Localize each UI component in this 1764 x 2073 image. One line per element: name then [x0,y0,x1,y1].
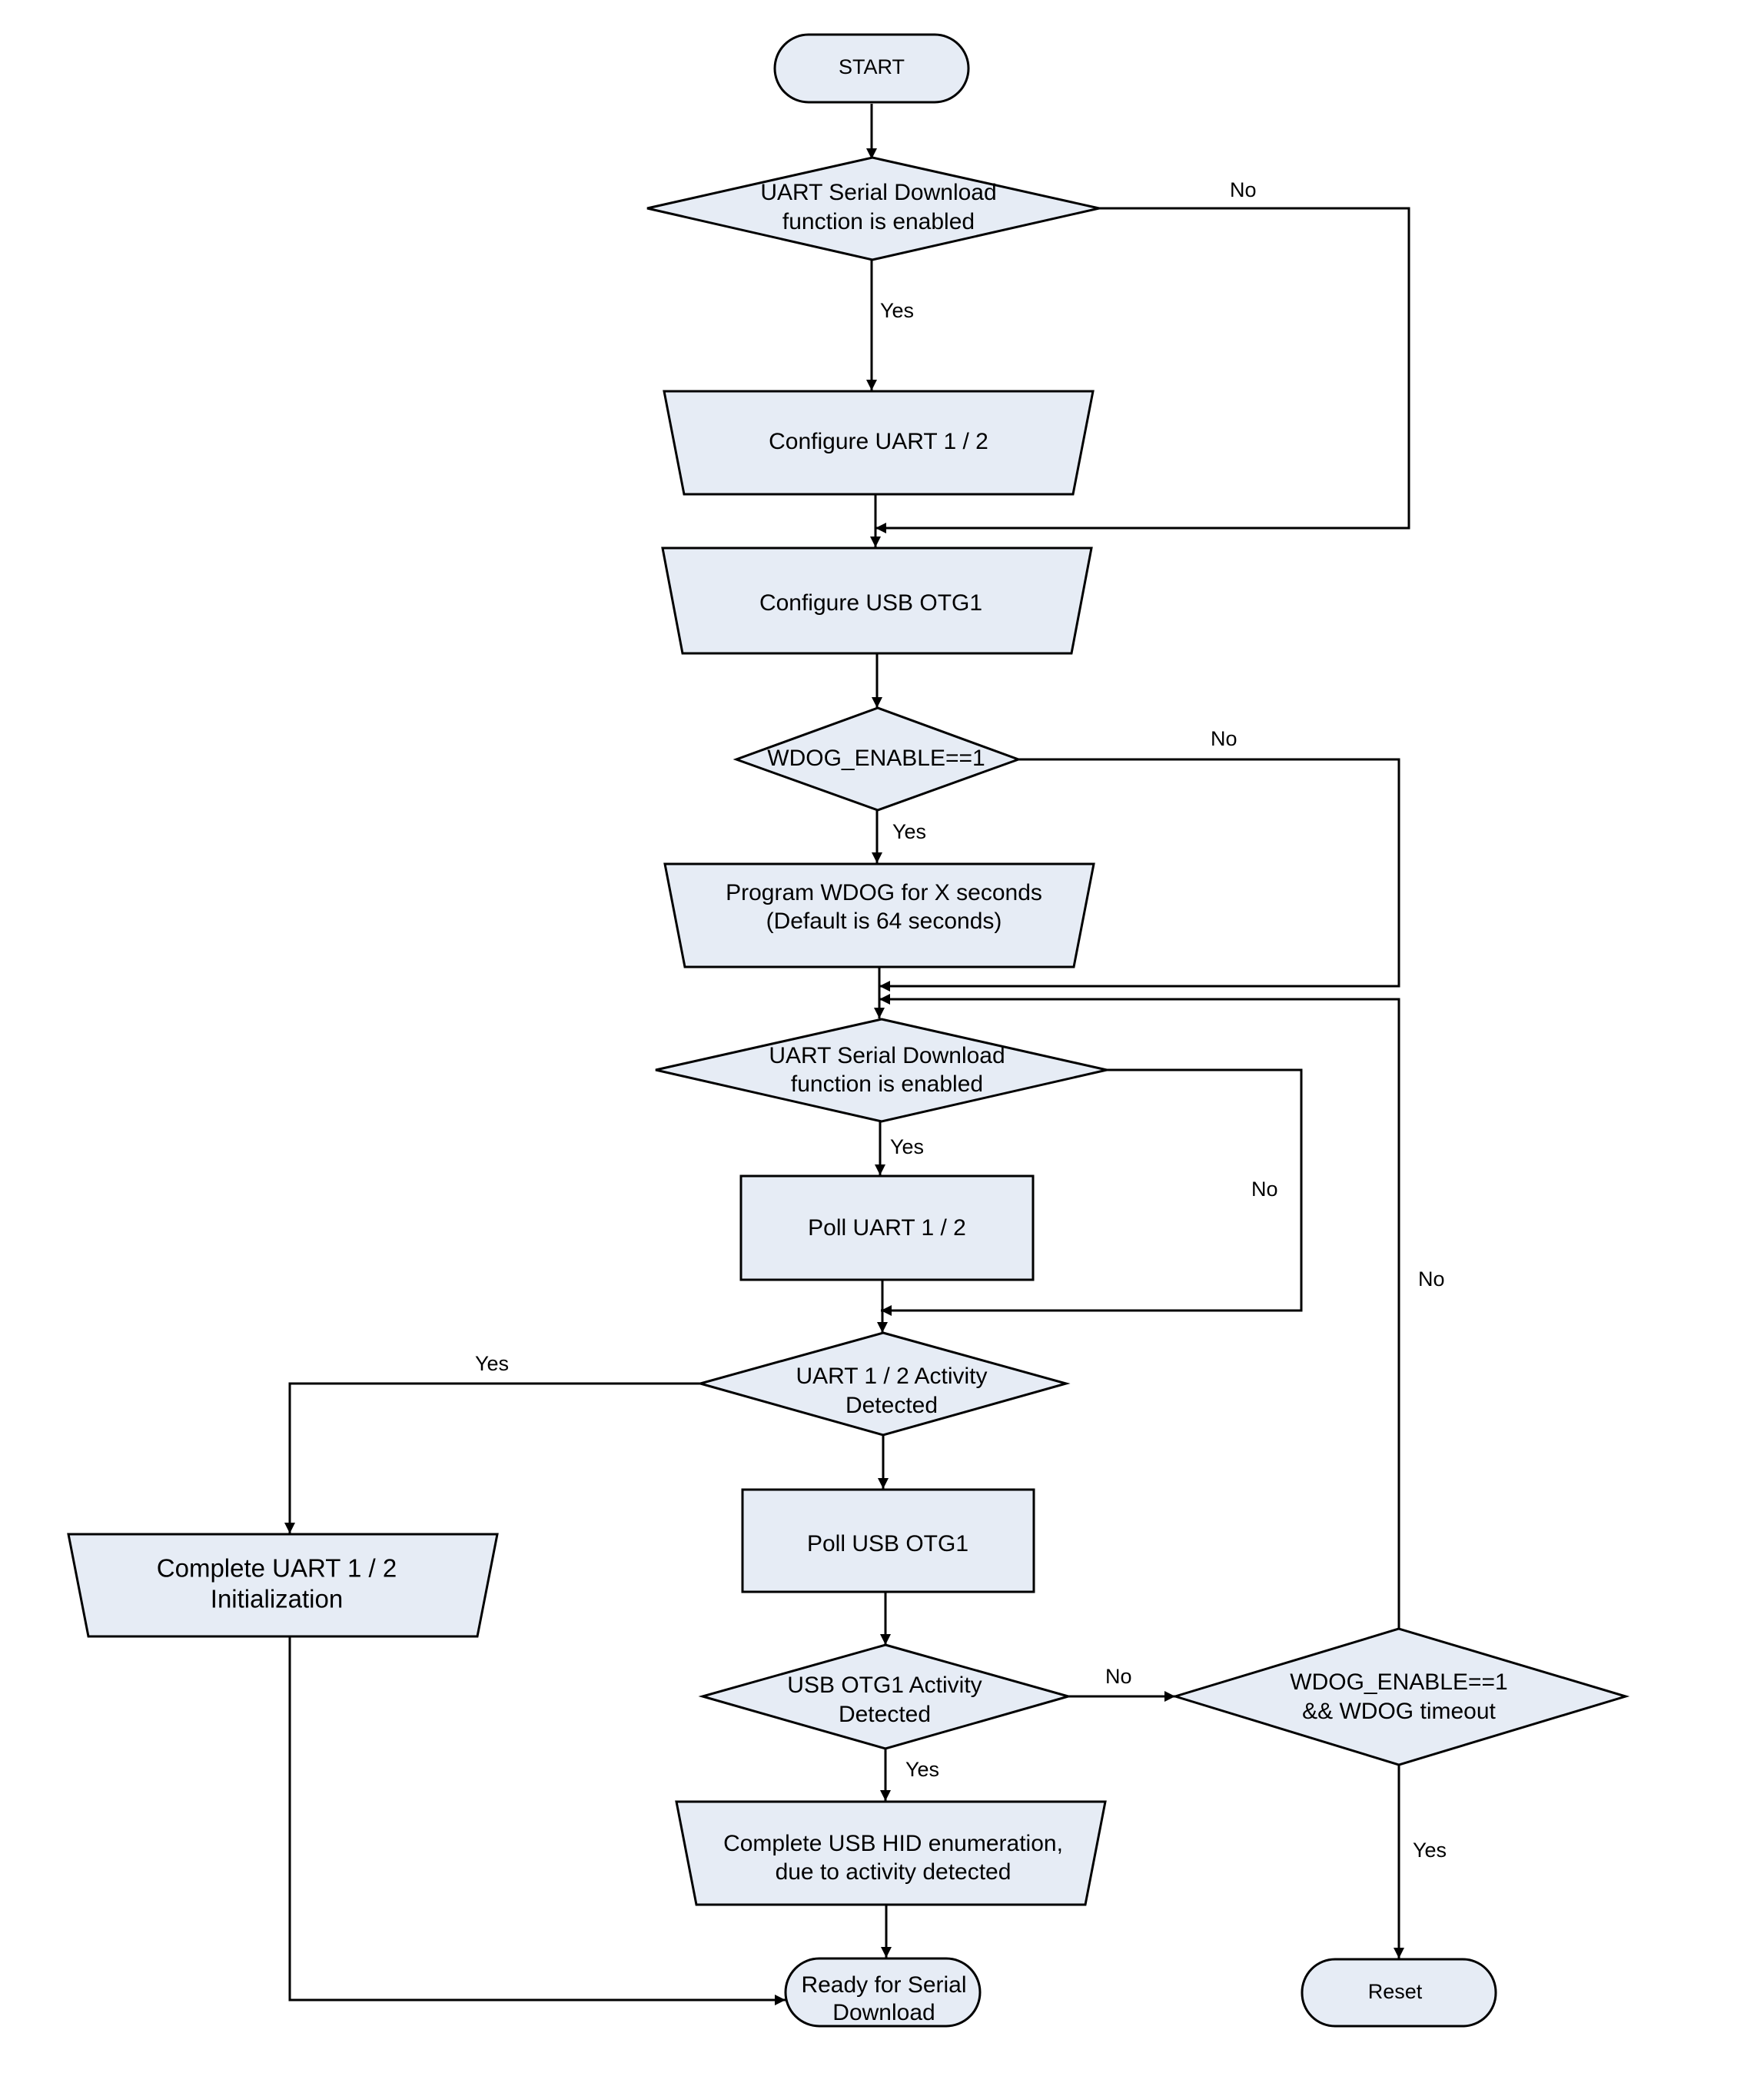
wdog-timeout-line-1: WDOG_ENABLE==1 [1290,1669,1507,1695]
edge-complete-uart-to-ready [288,1636,786,2005]
poll-usb-label: Poll USB OTG1 [807,1531,968,1556]
edge-wdog-enable-no [879,758,1400,992]
edge-label-yes: Yes [892,820,926,843]
complete-uart-block: Complete UART 1 / 2 Initialization [67,1533,499,1638]
wdog-enable-decision: WDOG_ENABLE==1 [733,706,1022,812]
edge-label-yes: Yes [890,1135,924,1158]
edge-label-no: No [1230,178,1257,201]
configure-uart-block: Configure UART 1 / 2 [663,390,1095,496]
usb-activity-line-1: USB OTG1 Activity [787,1673,982,1698]
edge-label-yes: Yes [880,299,914,322]
start-label: START [839,55,905,78]
reset-terminator: Reset [1301,1958,1497,2028]
complete-usb-line-1: Complete USB HID enumeration, [723,1831,1063,1856]
start-terminator: START [773,33,970,104]
complete-usb-block: Complete USB HID enumeration, due to act… [675,1800,1107,1906]
wdog-timeout-line-2: && WDOG timeout [1302,1699,1496,1724]
uart-enabled-1-line-1: UART Serial Download [760,180,996,205]
uart-enabled-1-line-2: function is enabled [782,209,975,234]
edge-uart-enabled-1-no [875,207,1410,533]
reset-label: Reset [1368,1980,1423,2003]
usb-activity-decision: USB OTG1 Activity Detected [698,1643,1073,1750]
program-wdog-line-1: Program WDOG for X seconds [726,880,1042,905]
edge-label-no: No [1251,1178,1278,1201]
uart-activity-line-2: Detected [845,1393,938,1418]
uart-enabled-decision-1: UART Serial Download function is enabled [646,156,1100,261]
uart-enabled-decision-2: UART Serial Download function is enabled [655,1018,1108,1123]
poll-uart-block: Poll UART 1 / 2 [739,1174,1035,1281]
uart-activity-line-1: UART 1 / 2 Activity [796,1364,988,1389]
edge-label-no: No [1418,1267,1445,1291]
edge-label-no: No [1105,1665,1132,1688]
complete-uart-line-1: Complete UART 1 / 2 [157,1554,397,1583]
uart-enabled-2-line-1: UART Serial Download [769,1043,1005,1068]
program-wdog-block: Program WDOG for X seconds (Default is 6… [663,862,1095,968]
ready-line-1: Ready for Serial [801,1972,966,1998]
usb-activity-line-2: Detected [839,1702,931,1727]
program-wdog-line-2: (Default is 64 seconds) [766,909,1002,934]
configure-uart-label: Configure UART 1 / 2 [769,429,988,454]
complete-uart-line-2: Initialization [211,1585,343,1613]
complete-usb-line-2: due to activity detected [776,1859,1012,1885]
ready-terminator: Ready for Serial Download [784,1957,982,2028]
edge-label-no: No [1211,727,1237,750]
edge-label-yes: Yes [905,1758,939,1781]
uart-enabled-2-line-2: function is enabled [791,1071,983,1097]
configure-usb-block: Configure USB OTG1 [661,546,1093,655]
edge-uart-activity-yes [284,1382,700,1533]
poll-usb-block: Poll USB OTG1 [741,1488,1035,1593]
configure-usb-label: Configure USB OTG1 [759,590,982,616]
ready-line-2: Download [832,2000,935,2025]
edge-label-yes: Yes [1413,1839,1447,1862]
wdog-timeout-decision: WDOG_ENABLE==1 && WDOG timeout [1171,1627,1630,1766]
edge-label-yes: Yes [475,1352,509,1375]
uart-activity-decision: UART 1 / 2 Activity Detected [696,1331,1071,1437]
wdog-enable-label: WDOG_ENABLE==1 [767,746,985,771]
edge-uart-enabled-2-no [881,1068,1303,1316]
edge-wdog-timeout-no [879,994,1400,1629]
poll-uart-label: Poll UART 1 / 2 [808,1215,966,1241]
